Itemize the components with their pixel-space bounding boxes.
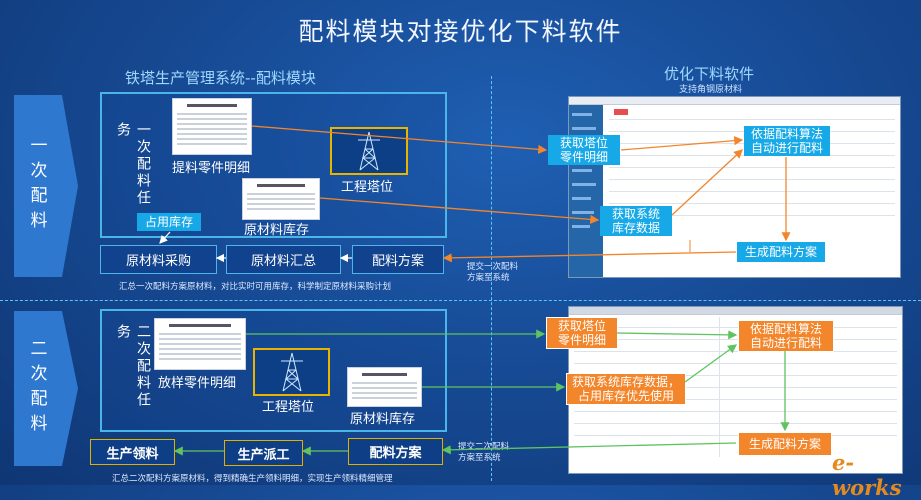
stage1-label: 一次配料 <box>26 136 47 236</box>
left-section-title: 铁塔生产管理系统--配料模块 <box>125 69 316 87</box>
stage1-task-label: 一次配料任务 <box>115 122 151 207</box>
stage1-generate-tag: 生成配料方案 <box>737 242 825 262</box>
stage1-purchase-box: 原材料采购 <box>100 245 217 274</box>
stage2-generate-tag: 生成配料方案 <box>738 432 832 456</box>
stage1-software-screenshot <box>568 96 901 278</box>
right-section-subtitle: 支持角钢原材料 <box>679 85 743 95</box>
stage2-picking-box: 生产领料 <box>90 439 175 465</box>
stage1-stock-label: 原材料库存 <box>244 223 310 238</box>
right-section-title: 优化下料软件 <box>664 65 755 83</box>
stage1-occupy-tag: 占用库存 <box>137 213 201 231</box>
tower-icon <box>358 131 380 171</box>
stage1-parts-label: 提料零件明细 <box>172 161 251 176</box>
stage2-stock-document <box>347 367 422 407</box>
stage1-get-stock-tag: 获取系统 库存数据 <box>600 206 672 236</box>
page-title: 配料模块对接优化下料软件 <box>298 17 623 46</box>
stage2-stock-label: 原材料库存 <box>350 412 416 427</box>
eworks-logo: e-works <box>832 450 902 500</box>
stage2-task-label: 二次配料任务 <box>115 324 151 409</box>
vertical-divider <box>491 76 492 481</box>
stage2-algo-tag: 依据配料算法 自动进行配料 <box>738 320 834 352</box>
stage2-parts-document <box>154 318 246 370</box>
stage1-plan-box: 配料方案 <box>352 245 444 274</box>
stage2-dispatch-box: 生产派工 <box>224 440 303 466</box>
connector-arrows <box>159 125 791 456</box>
stage2-plan-box: 配料方案 <box>348 438 443 465</box>
stage1-submit-note: 提交一次配料 方案至系统 <box>467 262 519 283</box>
stage1-summary-box: 原材料汇总 <box>226 245 341 274</box>
stage1-footer-note: 汇总一次配料方案原材料，对比实时可用库存，科学制定原材料采购计划 <box>119 282 392 292</box>
stage1-tower-label: 工程塔位 <box>341 180 394 195</box>
stage2-tower-box <box>253 348 330 396</box>
stage1-stock-document <box>242 178 320 220</box>
stage2-footer-note: 汇总二次配料方案原材料，得到精确生产领料明细，实现生产领料精细管理 <box>112 474 393 484</box>
stage2-get-stock-tag: 获取系统库存数据， 占用库存优先使用 <box>566 373 686 405</box>
stage2-submit-note: 提交二次配料 方案至系统 <box>458 442 510 463</box>
stage2-tower-label: 工程塔位 <box>262 400 315 415</box>
stage1-parts-document <box>172 98 252 155</box>
stage2-parts-label: 放样零件明细 <box>158 376 237 391</box>
stage1-get-parts-tag: 获取塔位 零件明细 <box>548 135 620 165</box>
horizontal-divider <box>0 300 921 301</box>
stage1-algo-tag: 依据配料算法 自动进行配料 <box>744 126 830 156</box>
tower-icon <box>280 352 303 392</box>
stage2-label: 二次配料 <box>26 338 47 439</box>
stage2-get-parts-tag: 获取塔位 零件明细 <box>546 317 618 349</box>
